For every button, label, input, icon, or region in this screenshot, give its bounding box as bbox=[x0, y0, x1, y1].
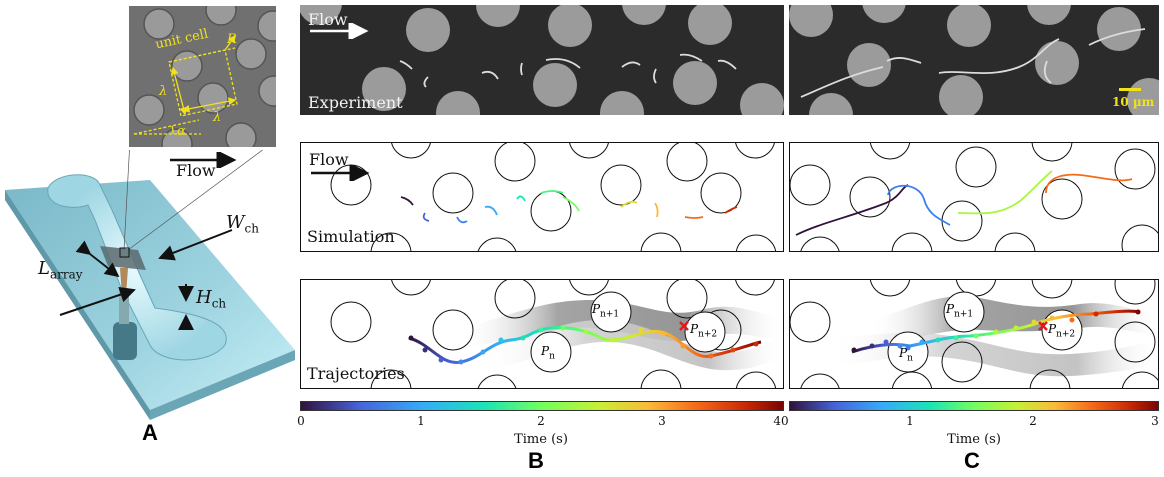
panel-b-letter: B bbox=[528, 448, 544, 473]
sem-inset: unit cell R λ λ α bbox=[129, 6, 276, 147]
colorbar-b-tick-2: 2 bbox=[537, 414, 545, 428]
experiment-b-image bbox=[300, 5, 784, 115]
pillar-pn2 bbox=[684, 311, 726, 353]
panel-b-trajectories: Pn Pn+1 Pn+2 Trajectories bbox=[300, 279, 784, 389]
red-cross-marker-c bbox=[1038, 321, 1048, 331]
sem-pillars bbox=[129, 6, 276, 147]
scale-bar bbox=[1119, 88, 1141, 91]
panel-a-letter: A bbox=[142, 420, 158, 445]
trajectories-c-plot bbox=[790, 280, 1158, 388]
panel-b-experiment: Flow Experiment bbox=[300, 5, 784, 115]
colorbar-b-tick-40: 40 bbox=[773, 414, 789, 428]
panel-c-simulation bbox=[789, 142, 1159, 252]
experiment-b-flow-label: Flow bbox=[308, 10, 348, 29]
alpha-label: α bbox=[177, 124, 186, 139]
panel-c-letter: C bbox=[964, 448, 980, 473]
trajectory-b-points bbox=[408, 325, 759, 365]
colorbar-c-tick-1: 1 bbox=[906, 414, 914, 428]
panel-c-experiment: 10 µm bbox=[789, 5, 1159, 115]
microfluidic-device-illustration bbox=[5, 150, 295, 420]
colorbar-b-tick-0: 0 bbox=[297, 414, 305, 428]
l-array-label: Larray bbox=[38, 258, 83, 282]
experiment-c-image bbox=[789, 5, 1159, 115]
colorbar-c-tick-2: 2 bbox=[1029, 414, 1037, 428]
pillar-pn bbox=[530, 331, 572, 373]
device-slab bbox=[5, 180, 295, 410]
inset-flow-arrow bbox=[170, 152, 237, 168]
trajectories-b-label: Trajectories bbox=[307, 364, 405, 383]
pillar-c-pn1 bbox=[943, 291, 985, 333]
experiment-b-label: Experiment bbox=[308, 93, 403, 112]
red-cross-marker bbox=[679, 321, 689, 331]
scale-bar-label: 10 µm bbox=[1112, 95, 1155, 109]
simulation-b-flow-label: Flow bbox=[309, 150, 349, 169]
w-ch-label: Wch bbox=[226, 212, 259, 236]
colorbar-b bbox=[300, 401, 784, 411]
panel-c-trajectories: Pn Pn+1 Pn+2 bbox=[789, 279, 1159, 389]
lambda-bottom-label: λ bbox=[213, 110, 222, 125]
pn1-label: Pn+1 bbox=[592, 302, 620, 320]
c-pn2-label: Pn+2 bbox=[1048, 322, 1076, 340]
pillar-c-pn bbox=[887, 331, 929, 373]
simulation-c-plot bbox=[790, 143, 1158, 251]
pn2-label: Pn+2 bbox=[690, 322, 718, 340]
pn-label: Pn bbox=[541, 344, 555, 362]
lambda-left-label: λ bbox=[159, 84, 168, 99]
trajectory-c-points bbox=[851, 309, 1141, 353]
panel-b-simulation: Flow Simulation bbox=[300, 142, 784, 252]
c-pn-label: Pn bbox=[899, 346, 913, 364]
colorbar-c bbox=[789, 401, 1159, 411]
pillar-pn1 bbox=[590, 291, 632, 333]
colorbar-b-tick-1: 1 bbox=[417, 414, 425, 428]
trajectories-b-plot bbox=[330, 280, 783, 388]
r-label: R bbox=[227, 32, 237, 47]
channel bbox=[47, 174, 227, 361]
outlet-tube bbox=[113, 322, 137, 360]
colorbar-c-label: Time (s) bbox=[947, 432, 1001, 447]
panel-a: Wch Larray Hch unit cell R bbox=[0, 0, 298, 477]
c-pn1-label: Pn+1 bbox=[946, 302, 974, 320]
colorbar-c-tick-3: 3 bbox=[1151, 414, 1159, 428]
h-ch-label: Hch bbox=[196, 287, 227, 311]
inset-flow-label: Flow bbox=[176, 161, 216, 180]
colorbar-b-label: Time (s) bbox=[514, 432, 568, 447]
colorbar-b-tick-3: 3 bbox=[658, 414, 666, 428]
simulation-b-label: Simulation bbox=[307, 227, 395, 246]
